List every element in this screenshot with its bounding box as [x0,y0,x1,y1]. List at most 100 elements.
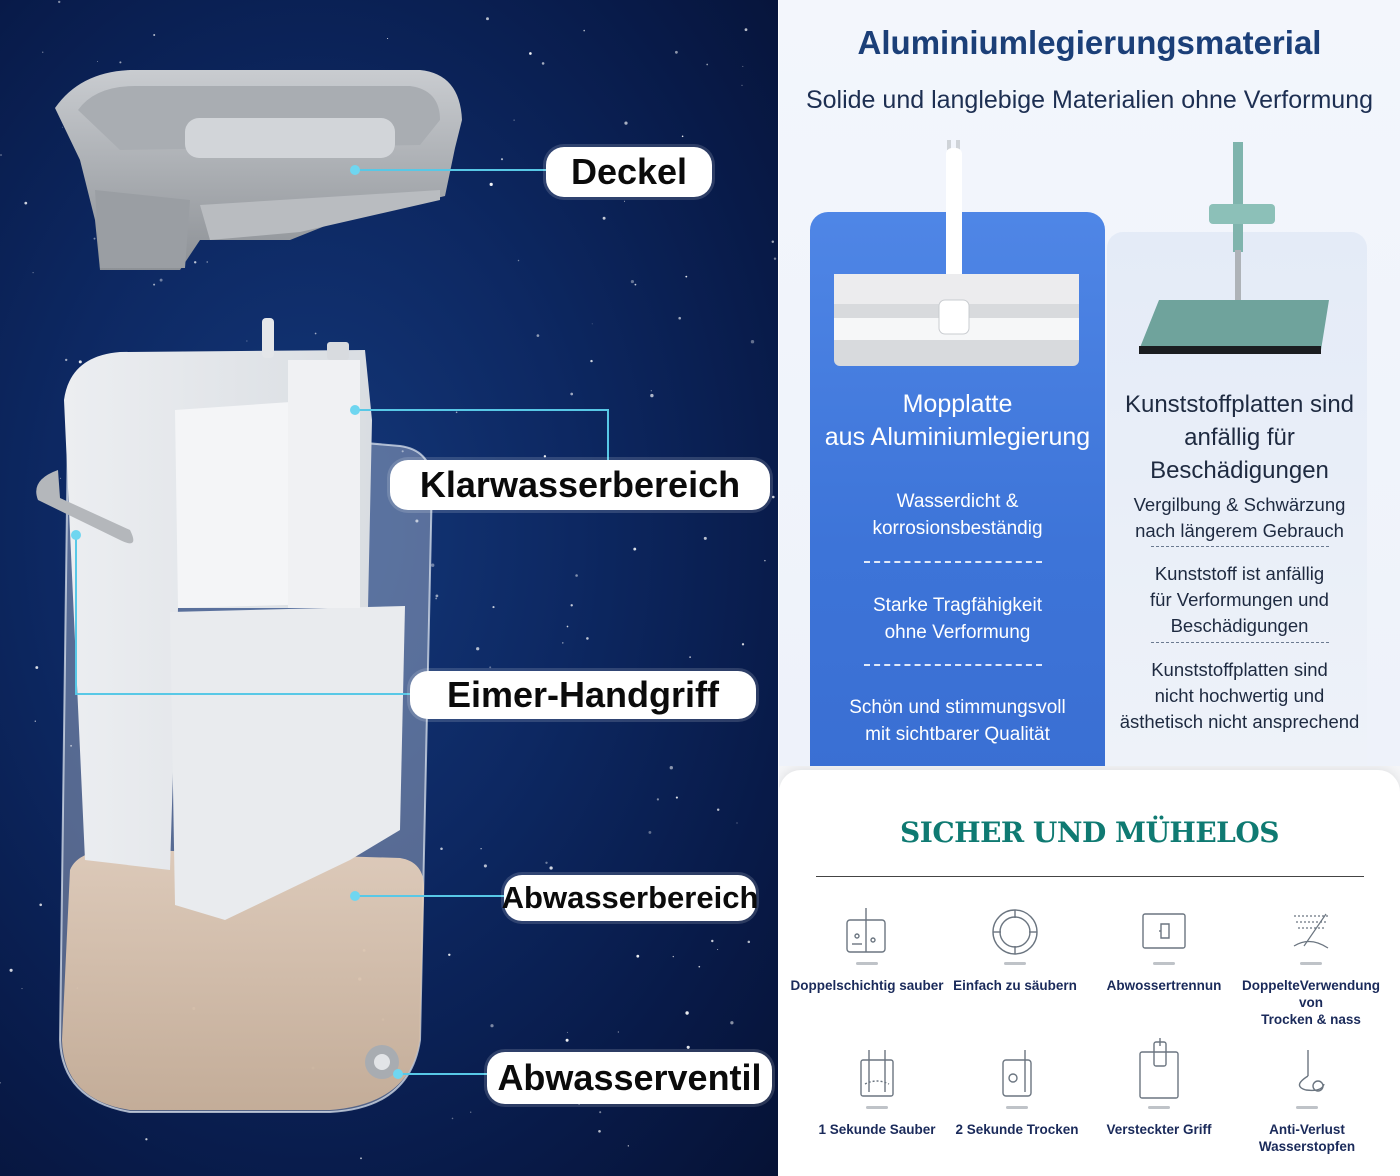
star [440,847,443,851]
aluminium-point-3-line-2: mit sichtbarer Qualität [865,724,1050,745]
star [486,17,489,21]
star [492,606,495,609]
feature-label: Anti-Verlust Wasserstopfen [1227,1121,1387,1155]
feature-label-line: 1 Sekunde Sauber [818,1122,936,1137]
star [717,948,719,951]
star [741,643,745,646]
star [489,666,492,669]
star [97,61,98,62]
plastic-heading: Kunststoffplatten sind anfällig für Besc… [1107,388,1372,487]
star [455,411,458,414]
separation-icon [1142,913,1186,949]
star [59,477,62,479]
star [678,316,681,320]
star [517,259,520,262]
plastic-point-3-line-3: ästhetisch nicht ansprechend [1119,711,1360,732]
star [119,61,122,64]
feature-one-second-clean: 1 Sekunde Sauber [797,1046,957,1138]
star [483,864,487,868]
star [0,1082,1,1084]
star [470,1111,472,1113]
feature-label-line: Trocken & nass [1261,1012,1361,1027]
star [21,988,23,990]
star [246,340,248,342]
feature-bar [1004,962,1026,965]
plastic-point-2-line-3: Beschädigungen [1170,615,1309,636]
star [529,52,532,55]
star [206,261,208,263]
star [634,283,637,286]
feature-bar [866,1106,888,1109]
star [536,334,540,337]
comparison-title: Aluminiumlegierungsmaterial [857,24,1322,61]
callout-waste-water-valve: Abwasserventil [487,1052,772,1104]
star [685,1011,689,1015]
star [627,1145,629,1147]
plastic-point-2: Kunststoff ist anfällig für Verformungen… [1107,561,1372,639]
star [750,340,755,344]
aluminium-point-3: Schön und stimmungsvoll mit sichtbarer Q… [810,694,1105,748]
aluminium-point-1: Wasserdicht & korrosionsbeständig [810,488,1105,542]
bucket-diagram-panel: Deckel Klarwasserbereich Eimer-Handgriff… [0,0,778,1176]
aluminium-mop-image [834,140,1079,366]
star [451,1117,454,1120]
aluminium-heading-line-1: Mopplatte [902,390,1013,418]
bucket-exploded-view [36,70,609,1113]
star [672,955,674,958]
features-card: SICHER UND MÜHELOS Doppelschichtig saube… [779,770,1400,1176]
star [545,861,548,864]
star [685,275,688,278]
feature-label-line: Einfach zu säubern [953,978,1077,993]
aluminium-point-3-line-1: Schön und stimmungsvoll [849,697,1066,718]
star [586,637,589,640]
star [314,332,317,335]
star [39,903,43,907]
plastic-point-3-line-1: Kunststoffplatten sind [1151,659,1328,680]
star [159,278,163,282]
aluminium-divider-2 [864,664,1042,666]
star [435,594,439,598]
plastic-heading-line-1: Kunststoffplatten sind [1124,391,1355,418]
star [431,563,435,567]
feature-label-line: Wasserstopfen [1258,1139,1356,1154]
star [686,1045,690,1049]
star [602,216,606,220]
feature-anti-loss-plug: Anti-Verlust Wasserstopfen [1227,1046,1387,1155]
aluminium-heading-line-2: aus Aluminiumlegierung [824,423,1091,451]
feature-bar [1148,1106,1170,1109]
star [711,939,714,943]
star [669,766,673,770]
star [599,1111,602,1114]
star [650,390,652,392]
aluminium-point-2: Starke Tragfähigkeit ohne Verformung [810,592,1105,646]
feature-bar [1153,962,1175,965]
star [360,1157,362,1160]
plastic-mop-image [1139,142,1329,354]
star [58,0,61,4]
star [34,720,36,722]
feature-bar [1300,962,1322,965]
star [541,62,545,65]
features-title: SICHER UND MÜHELOS [900,816,1279,849]
aluminium-divider-1 [864,561,1042,563]
plastic-divider-2 [1151,642,1329,643]
lid-illustration [55,70,462,270]
star [650,393,654,398]
star [744,28,748,32]
star [145,1138,148,1141]
star [675,50,678,54]
aluminium-point-1-line-2: korrosionsbeständig [872,518,1043,539]
feature-easy-clean: Einfach zu säubern [935,906,1095,994]
callout-lid: Deckel [546,147,712,197]
feature-bar [1006,1106,1028,1109]
callout-waste-water-area: Abwasserbereich [502,875,758,921]
feature-hidden-handle: Versteckter Griff [1079,1038,1239,1138]
callout-bucket-handle: Eimer-Handgriff [410,671,756,719]
aluminium-point-1-line-1: Wasserdicht & [896,491,1019,512]
star [591,323,593,325]
plastic-point-1-line-2: nach längerem Gebrauch [1135,520,1344,541]
anti-loss-plug-icon [1298,1050,1325,1092]
bucket-body-illustration [36,318,434,1113]
star [773,257,777,260]
star [598,1129,601,1133]
